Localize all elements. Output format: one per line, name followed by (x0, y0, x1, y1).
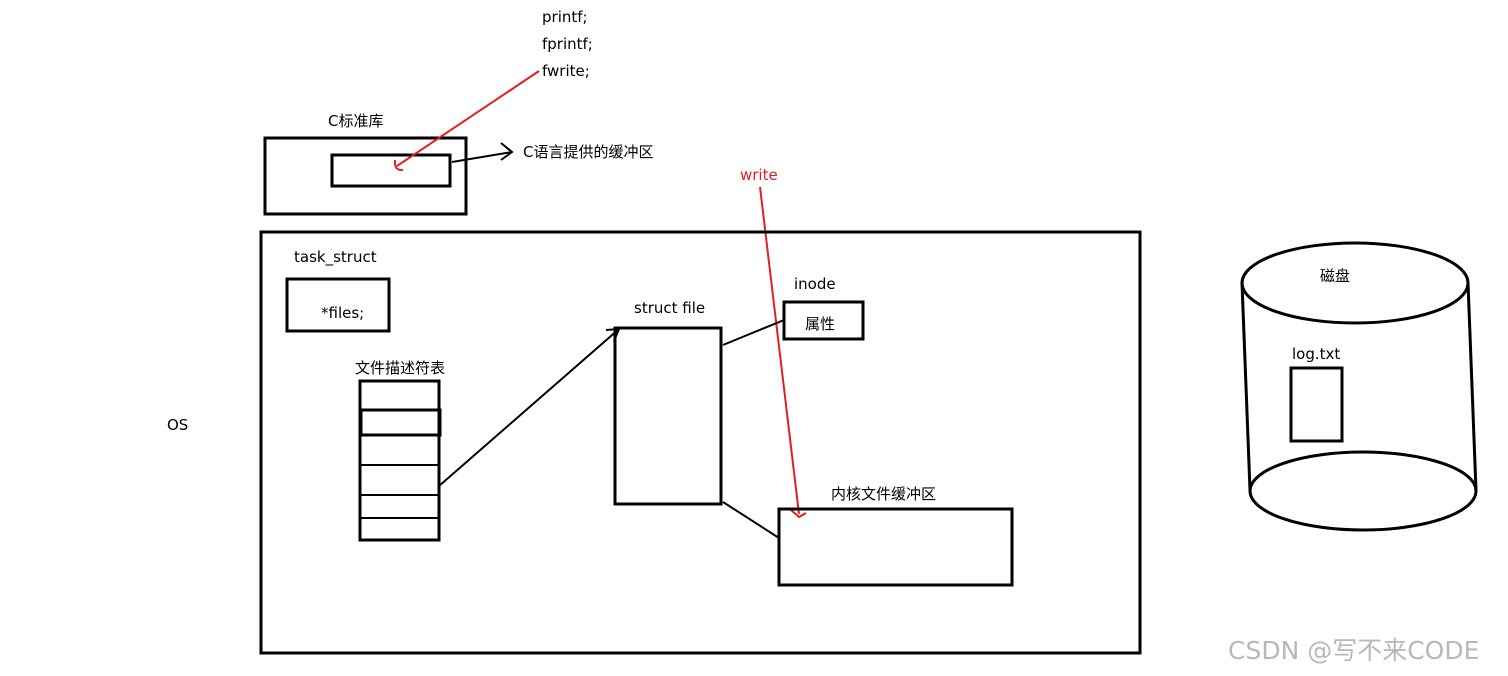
fd-table (358, 379, 442, 542)
files-field-label: *files; (321, 304, 364, 322)
task-struct-box (285, 277, 391, 333)
disk-label: 磁盘 (1320, 267, 1350, 285)
watermark: CSDN @写不来CODE (1228, 636, 1479, 665)
write-label: write (740, 166, 778, 184)
fwrite-to-c-buffer-arrow (393, 70, 540, 172)
kernel-buffer-label: 内核文件缓冲区 (831, 485, 936, 503)
log-txt-box (1289, 366, 1344, 443)
struct-file-to-kernel-buffer-line (722, 501, 780, 539)
inode-label: inode (794, 275, 836, 293)
c-stdlib-box (263, 136, 468, 216)
printf-label: printf; (542, 8, 588, 26)
c-buffer-box (330, 153, 452, 188)
fprintf-label: fprintf; (542, 35, 593, 53)
write-arrow (759, 186, 807, 519)
fd-to-struct-file-arrow (438, 327, 621, 487)
fd-table-label: 文件描述符表 (355, 359, 445, 377)
c-stdlib-label: C标准库 (328, 112, 383, 130)
struct-file-to-inode-line (722, 319, 785, 346)
c-buffer-arrow (451, 142, 514, 163)
attributes-label: 属性 (805, 315, 835, 333)
os-label: OS (167, 416, 188, 434)
kernel-buffer-box (777, 507, 1014, 587)
log-txt-label: log.txt (1292, 345, 1340, 363)
disk-cylinder (1240, 241, 1478, 532)
task-struct-label: task_struct (294, 248, 377, 267)
struct-file-box (613, 326, 723, 506)
struct-file-label: struct file (634, 299, 705, 317)
os-box (259, 230, 1142, 655)
fwrite-label: fwrite; (542, 62, 590, 80)
c-buffer-label: C语言提供的缓冲区 (523, 143, 653, 161)
